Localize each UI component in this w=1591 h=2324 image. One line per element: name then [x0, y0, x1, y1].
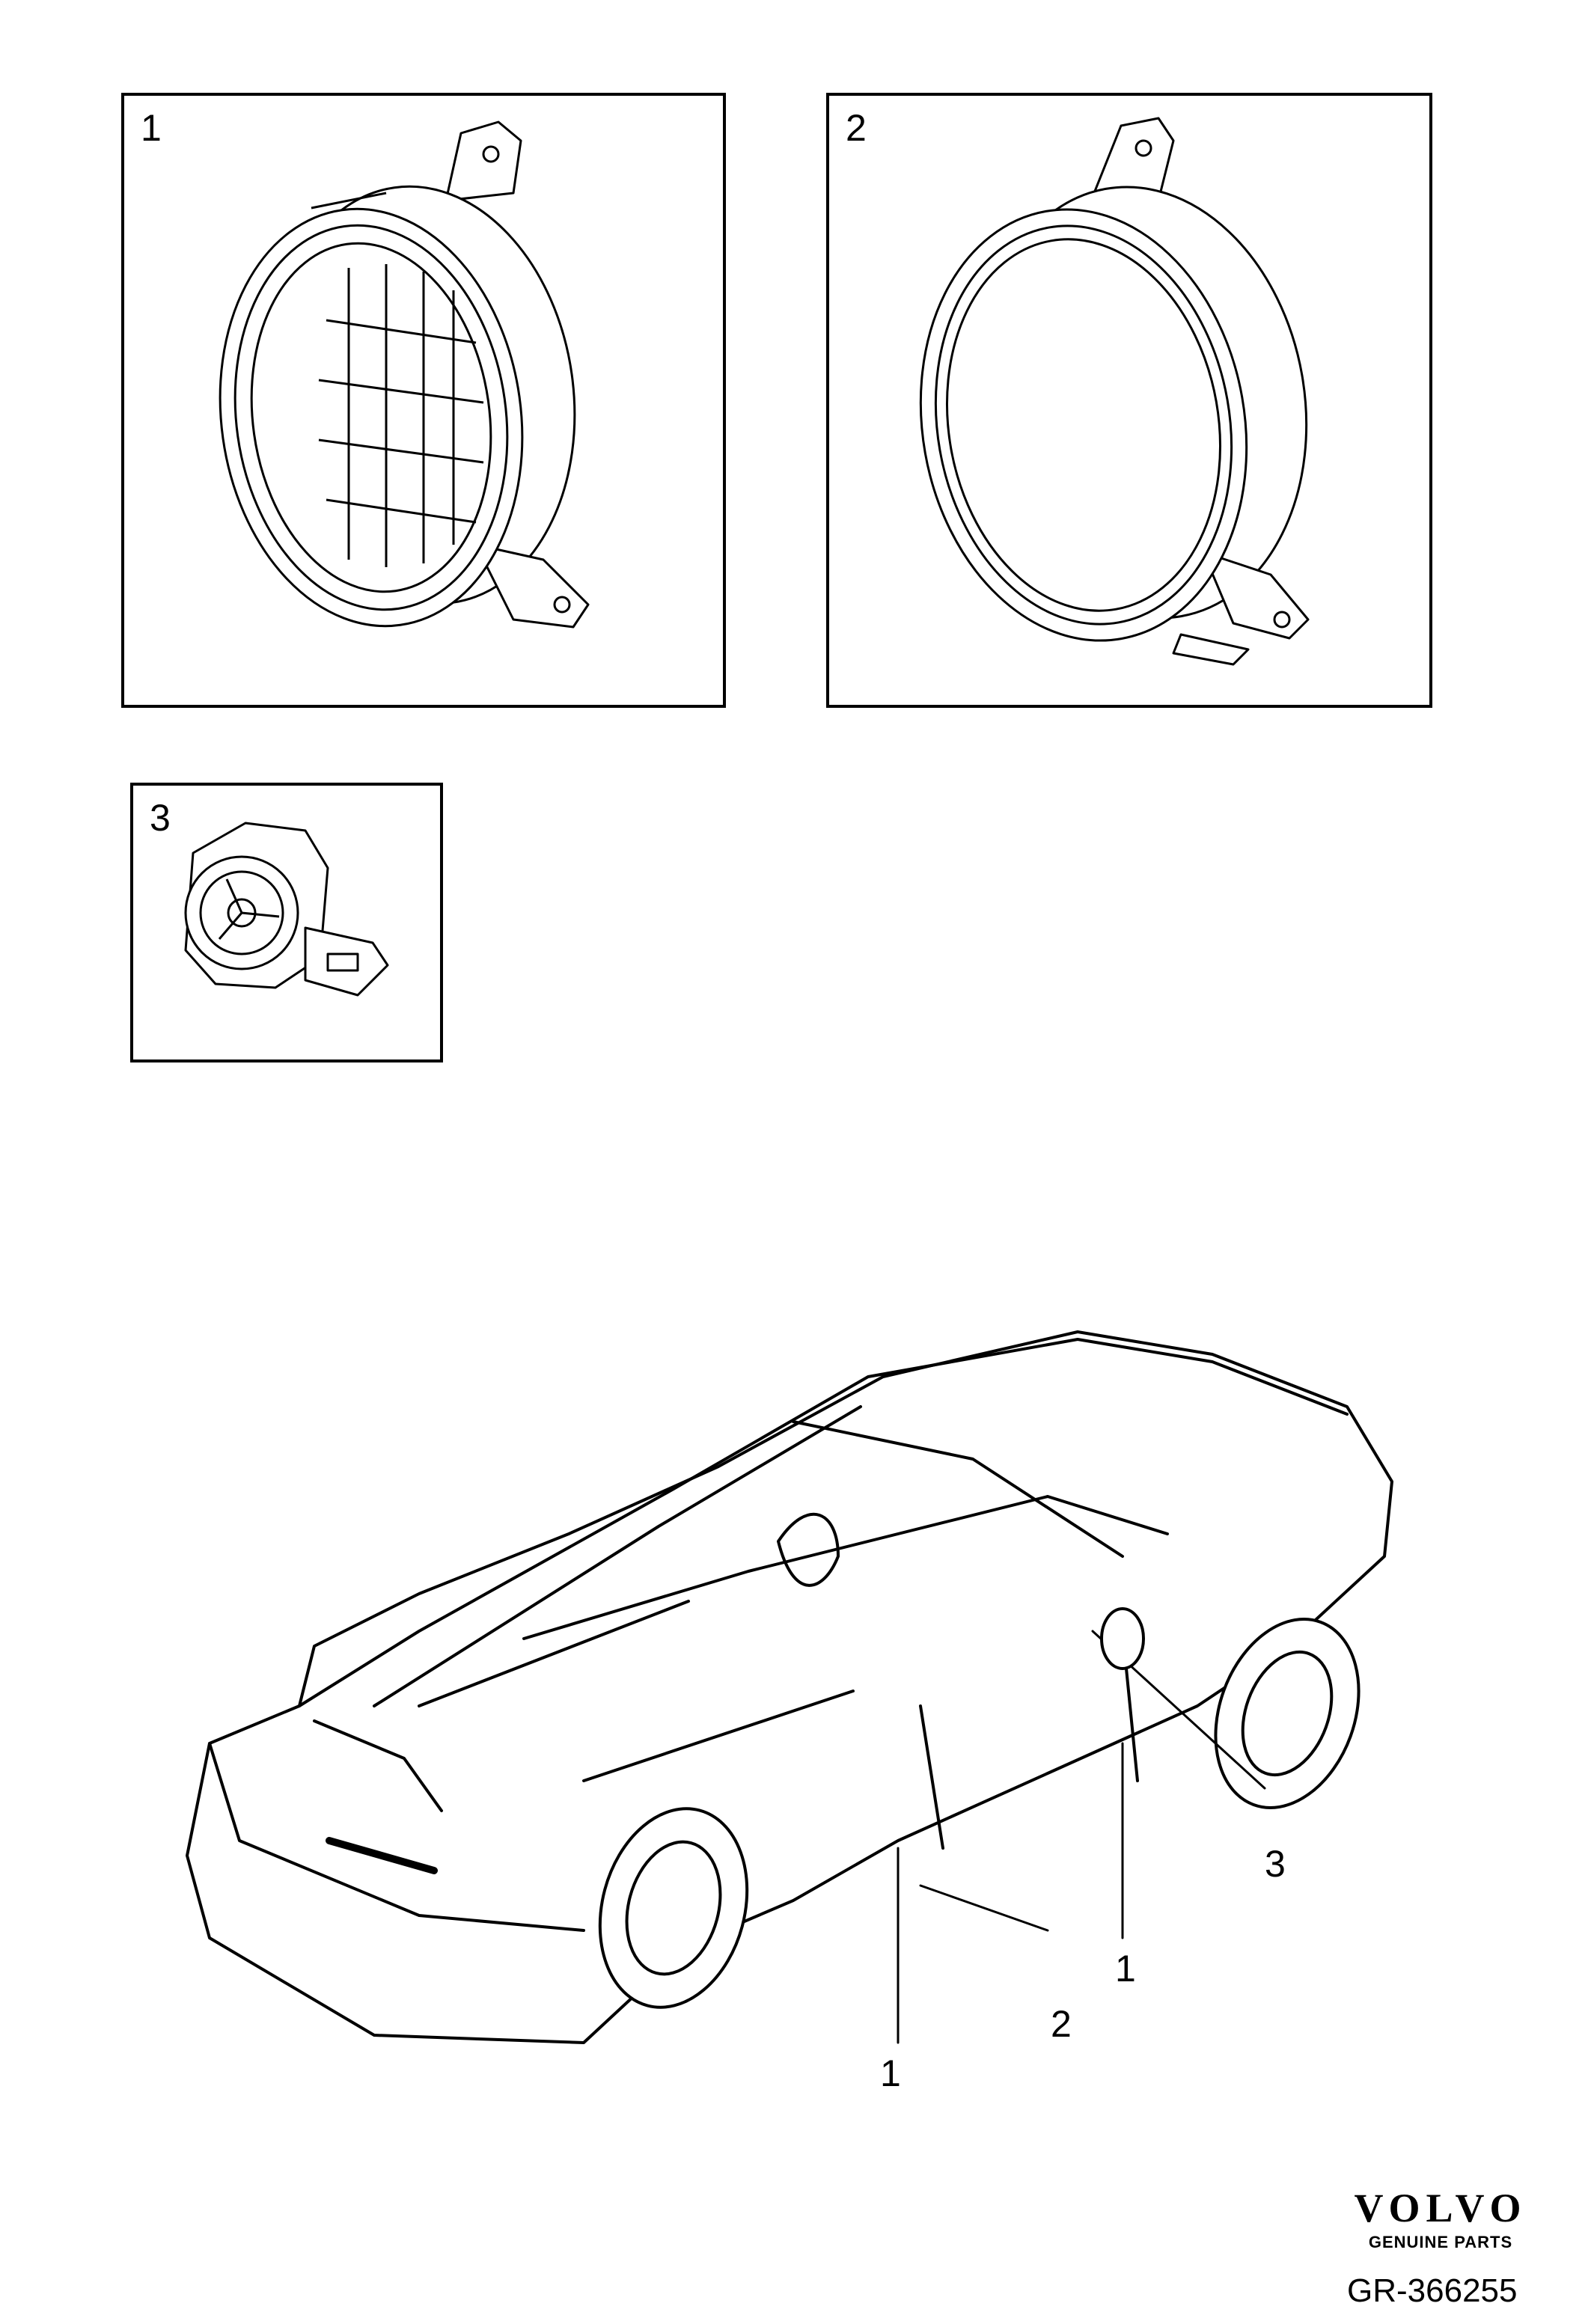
panel-3-label: 3 — [150, 797, 171, 839]
callout-2: 2 — [1051, 2003, 1072, 2045]
speaker-adapter-grille-icon — [219, 120, 590, 629]
speaker-adapter-ring-icon — [919, 117, 1310, 666]
panel-3: 3 — [130, 783, 443, 1062]
panel-2-label: 2 — [846, 107, 867, 149]
panel-1-label: 1 — [141, 107, 162, 149]
brand-logo: VOLVO GENUINE PARTS — [1340, 2185, 1542, 2252]
brand-name: VOLVO — [1354, 2186, 1527, 2230]
callout-1-front: 1 — [1115, 1948, 1136, 1990]
panel-1: 1 — [121, 93, 726, 708]
tweeter-speaker-icon — [184, 822, 389, 997]
panel-2: 2 — [826, 93, 1432, 708]
callout-3: 3 — [1265, 1843, 1286, 1885]
brand-subtitle: GENUINE PARTS — [1368, 2233, 1513, 2251]
callout-1-rear: 1 — [880, 2052, 901, 2094]
reference-number: GR-366255 — [1347, 2272, 1518, 2309]
